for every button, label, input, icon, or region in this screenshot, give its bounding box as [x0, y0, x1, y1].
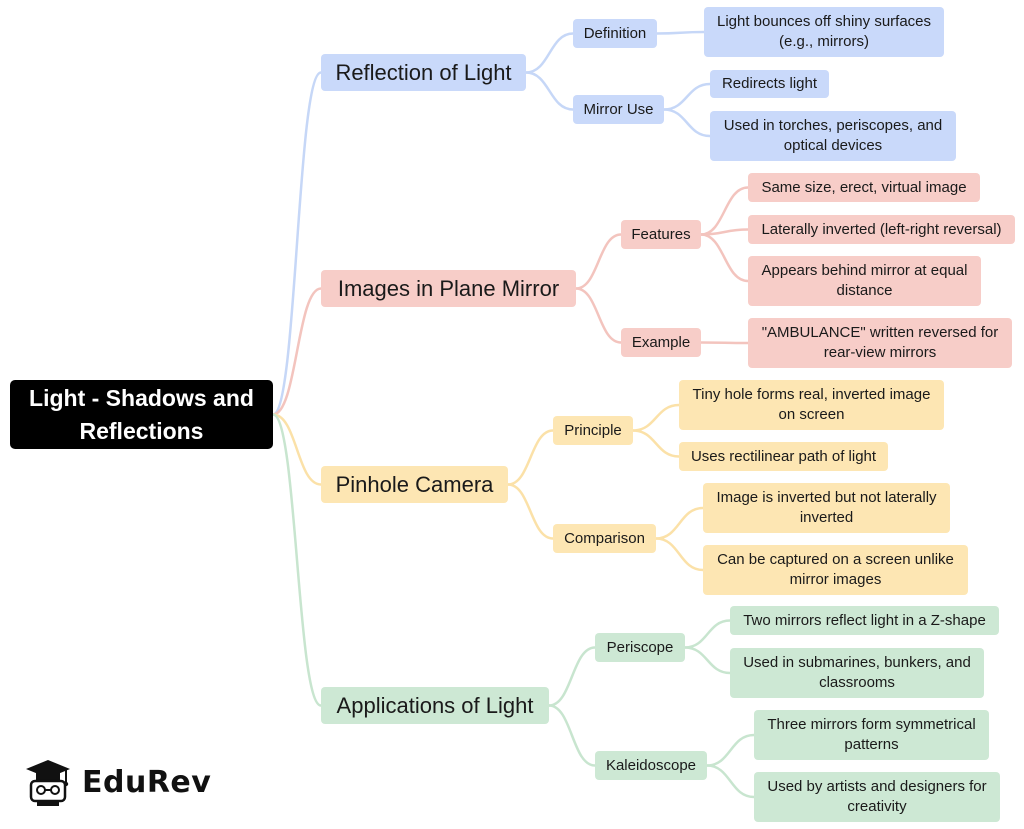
connector-reflection-mirror-use: [525, 71, 574, 111]
leaf-node-rectilinear-leaf: Uses rectilinear path of light: [679, 442, 888, 471]
connector-principle-tiny-hole-leaf: [632, 403, 680, 432]
connector-root-pinhole: [272, 413, 322, 486]
connector-root-reflection: [272, 71, 322, 416]
leaf-node-redirect-leaf: Redirects light: [710, 70, 829, 98]
branch-node-reflection: Reflection of Light: [321, 54, 526, 91]
connector-features-same-size-leaf: [700, 186, 749, 236]
connector-comparison-captured-leaf: [655, 537, 704, 572]
connector-definition-def-leaf: [656, 30, 705, 35]
connector-root-applications: [272, 413, 322, 707]
connector-kaleidoscope-artists-leaf: [706, 764, 755, 799]
connector-reflection-definition: [525, 32, 574, 74]
subtopic-node-example: Example: [621, 328, 701, 357]
subtopic-node-kaleidoscope: Kaleidoscope: [595, 751, 707, 780]
connector-plane-mirror-example: [575, 287, 622, 344]
connector-periscope-two-mirrors-leaf: [684, 619, 731, 649]
leaf-node-two-mirrors-leaf: Two mirrors reflect light in a Z-shape: [730, 606, 999, 635]
connector-applications-kaleidoscope: [548, 704, 596, 767]
connector-plane-mirror-features: [575, 233, 622, 290]
leaf-node-same-size-leaf: Same size, erect, virtual image: [748, 173, 980, 202]
connector-pinhole-comparison: [507, 483, 554, 540]
connector-comparison-inverted-leaf: [655, 506, 704, 540]
connector-example-ambulance-leaf: [700, 341, 749, 345]
connector-kaleidoscope-three-mirrors-leaf: [706, 733, 755, 767]
subtopic-node-periscope: Periscope: [595, 633, 685, 662]
subtopic-node-features: Features: [621, 220, 701, 249]
subtopic-node-mirror-use: Mirror Use: [573, 95, 664, 124]
connector-pinhole-principle: [507, 429, 554, 486]
graduation-cap-student-icon: [26, 760, 70, 806]
subtopic-node-comparison: Comparison: [553, 524, 656, 553]
leaf-node-def-leaf: Light bounces off shiny surfaces(e.g., m…: [704, 7, 944, 57]
connector-principle-rectilinear-leaf: [632, 429, 680, 458]
subtopic-node-principle: Principle: [553, 416, 633, 445]
connector-root-plane-mirror: [272, 287, 322, 416]
connector-mirror-use-redirect-leaf: [663, 82, 711, 111]
connector-features-behind-leaf: [700, 233, 749, 283]
logo-text: EduRev: [82, 764, 212, 800]
branch-node-pinhole: Pinhole Camera: [321, 466, 508, 503]
connector-periscope-submarines-leaf: [684, 646, 731, 675]
branch-node-applications: Applications of Light: [321, 687, 549, 724]
leaf-node-lateral-leaf: Laterally inverted (left-right reversal): [748, 215, 1015, 244]
edurev-logo: EduRev: [22, 757, 211, 807]
connector-applications-periscope: [548, 646, 596, 707]
branch-node-plane-mirror: Images in Plane Mirror: [321, 270, 576, 307]
connector-mirror-use-torches-leaf: [663, 108, 711, 138]
subtopic-node-definition: Definition: [573, 19, 657, 48]
